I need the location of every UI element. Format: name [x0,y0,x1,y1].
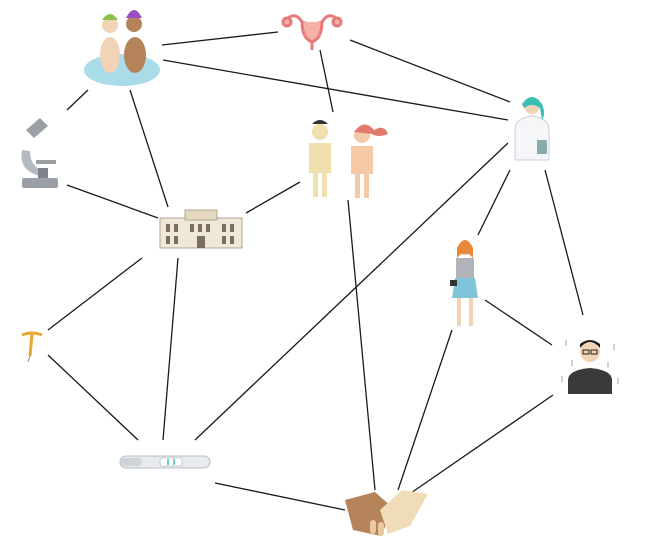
edge-microscope-building [66,184,159,219]
edges [47,31,584,511]
iud-icon [21,331,43,363]
edge-woman-handshake [397,329,453,491]
edge-naked-couple-handshake [347,199,376,491]
edge-building-iud [47,257,143,331]
microscope-icon [21,118,58,188]
sad-man-icon [561,340,619,394]
edge-sad-man-handshake [407,394,554,496]
edge-iud-test [47,354,139,441]
edge-test-handshake [214,482,346,511]
naked-couple-icon [309,120,388,198]
edge-couple-doctor [162,59,509,121]
edge-couple-building [129,89,169,208]
doctor-icon [514,97,550,161]
edge-couple-microscope [66,89,89,111]
handshake-icon [345,490,428,536]
edge-uterus-doctor [349,39,511,103]
edge-couple-uterus [161,31,279,46]
couple-embracing-icon [84,10,160,86]
edge-doctor-sad-man [544,169,584,316]
edge-uterus-naked-couple [319,49,334,113]
uterus-icon [281,14,343,50]
edge-building-naked-couple [245,181,301,214]
edge-woman-sad-man [484,299,553,346]
institution-building-icon [159,209,243,249]
pregnancy-test-icon [119,455,211,469]
edge-building-test [162,257,179,441]
edge-doctor-woman [477,169,511,236]
edge-doctor-test [194,142,509,441]
woman-icon [450,240,478,326]
